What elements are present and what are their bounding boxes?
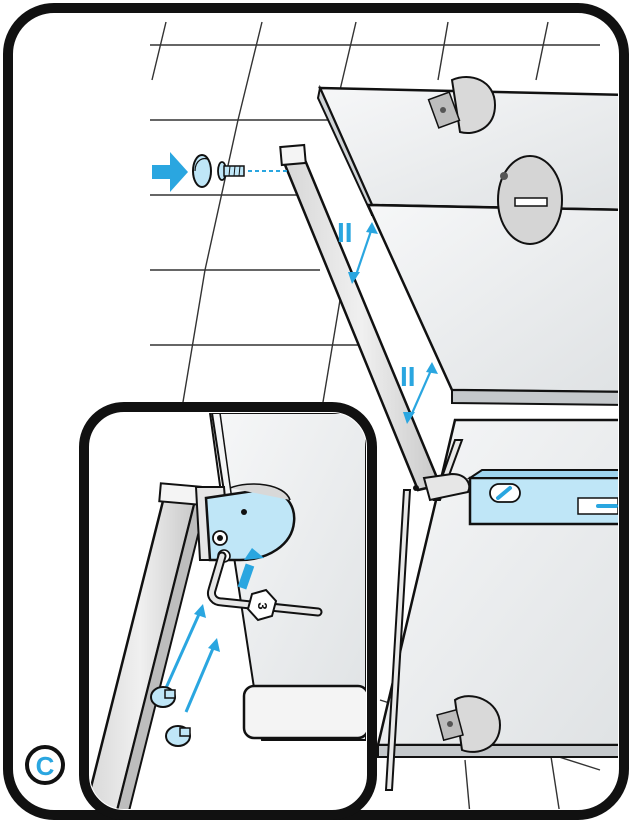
tool-size-label: 3 [255,602,270,609]
cap-icon [193,155,211,187]
level-tool-icon [470,470,630,524]
parallel-mark-label: II [337,217,353,248]
step-badge: C [27,747,63,783]
base-block [244,686,368,738]
parallel-mark-label: II [400,361,416,392]
leveling-foot-icon [151,687,175,707]
leveling-foot-icon [166,726,190,746]
glass-clamp-icon [498,156,562,244]
detail-inset: 3 [84,407,372,815]
step-letter: C [36,751,55,781]
